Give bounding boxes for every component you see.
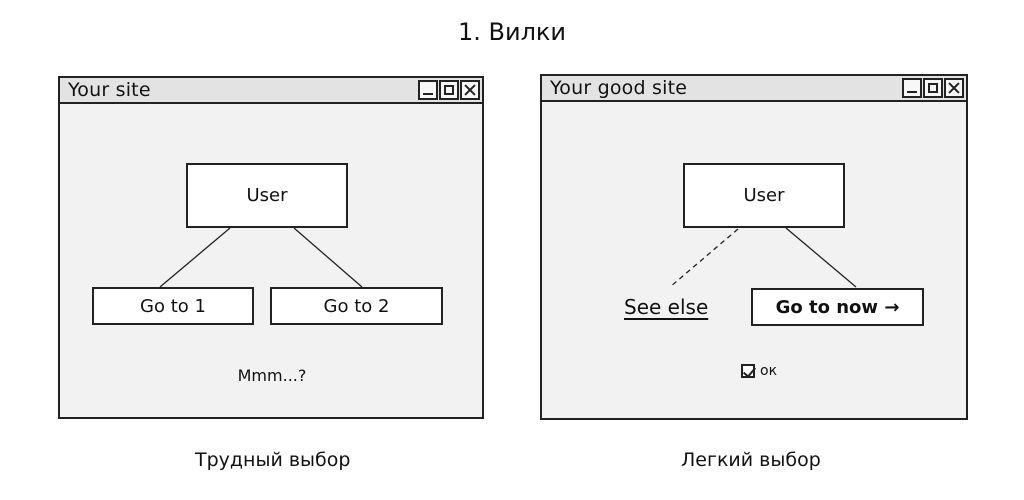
ok-checkbox-row[interactable]: ок — [741, 363, 777, 379]
maximize-icon[interactable] — [923, 78, 943, 98]
window-title: Your site — [68, 79, 151, 101]
minimize-icon[interactable] — [902, 78, 922, 98]
user-box: User — [186, 163, 348, 228]
go-to-now-button[interactable]: Go to now → — [751, 288, 924, 326]
window-your-site: Your site — [58, 76, 484, 419]
user-box: User — [683, 163, 845, 228]
page-title: 1. Вилки — [457, 18, 567, 46]
checkbox-label: ок — [760, 363, 778, 379]
title-bar[interactable]: Your good site — [542, 76, 966, 102]
checkbox-checked-icon[interactable] — [741, 364, 755, 378]
title-bar[interactable]: Your site — [60, 78, 482, 104]
window-your-good-site: Your good site — [540, 74, 968, 420]
minimize-icon[interactable] — [418, 80, 438, 100]
close-icon[interactable] — [944, 78, 964, 98]
maximize-icon[interactable] — [439, 80, 459, 100]
uncertain-note: Mmm...? — [237, 366, 307, 385]
window-controls — [902, 78, 964, 98]
window-controls — [418, 80, 480, 100]
go-to-2-button[interactable]: Go to 2 — [270, 287, 443, 325]
close-icon[interactable] — [460, 80, 480, 100]
caption-hard-choice: Трудный выбор — [195, 449, 351, 471]
go-to-1-button[interactable]: Go to 1 — [92, 287, 254, 325]
caption-easy-choice: Легкий выбор — [681, 449, 821, 471]
see-else-link[interactable]: See else — [624, 295, 709, 319]
window-title: Your good site — [550, 77, 688, 99]
